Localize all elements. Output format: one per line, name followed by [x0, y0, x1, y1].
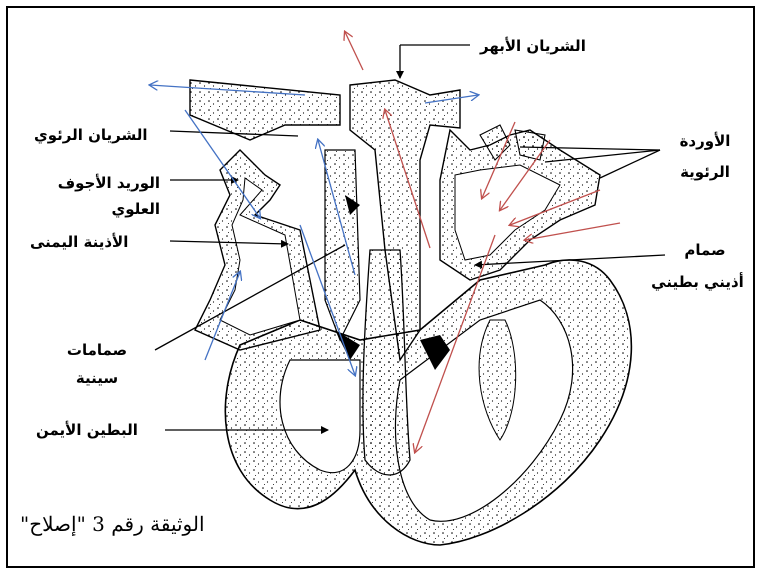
- label-semilunar-valves-2: سينية: [52, 368, 142, 388]
- label-aorta: الشريان الأبهر: [480, 36, 586, 56]
- pointer-pulm-veins-3: [600, 150, 660, 178]
- label-pulmonary-veins-1: الأوردة: [665, 131, 745, 151]
- label-av-valve-1: صمام: [665, 240, 745, 260]
- label-superior-vena-cava: الوريد الأجوف العلوي: [30, 170, 160, 222]
- label-pulmonary-veins-2: الرئوية: [665, 162, 745, 182]
- red-arrow: [345, 32, 363, 70]
- label-pulmonary-artery: الشريان الرئوي: [34, 125, 148, 145]
- label-semilunar-valves-1: صمامات: [52, 340, 142, 360]
- document-caption: الوثيقة رقم 3 "إصلاح": [20, 512, 205, 536]
- label-right-atrium: الأذينة اليمنى: [30, 232, 128, 252]
- pulmonary-trunk: [325, 150, 360, 340]
- label-right-ventricle: البطين الأيمن: [36, 420, 138, 440]
- label-av-valve-2: أذيني بطيني: [650, 272, 745, 292]
